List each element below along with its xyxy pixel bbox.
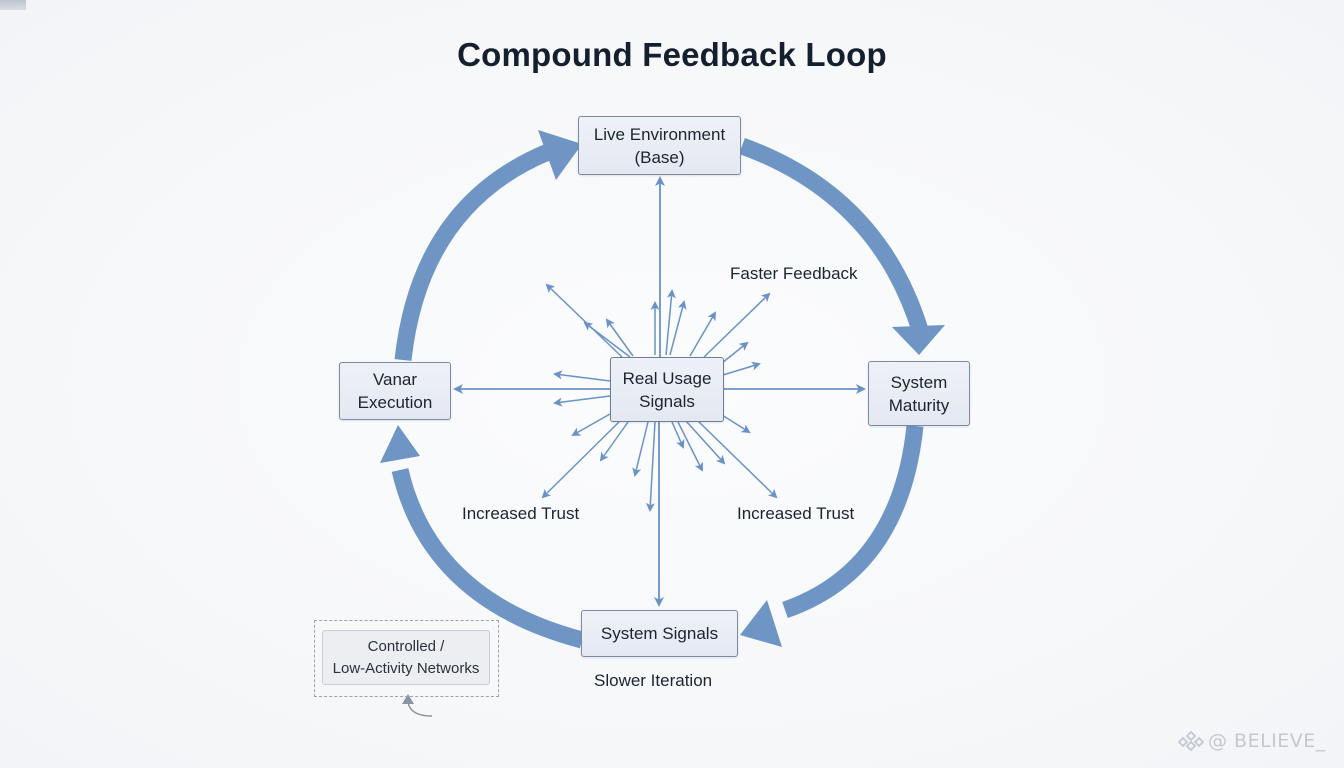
signal-arrow <box>583 321 631 358</box>
node-system-maturity: System Maturity <box>868 361 970 426</box>
node-live-environment-line2: (Base) <box>634 147 685 167</box>
cycle-arrow-right-to-bottom <box>782 425 924 619</box>
controlled-networks-frame <box>314 620 499 697</box>
cycle-arrowhead-bottom <box>740 600 782 647</box>
node-system-signals: System Signals <box>581 610 738 657</box>
signal-arrow <box>553 370 611 382</box>
node-vanar-execution-line2: Execution <box>357 393 433 412</box>
node-live-environment-line1: Live Environment <box>593 124 726 144</box>
node-live-environment: Live Environment (Base) <box>578 116 741 175</box>
signal-arrow <box>571 413 611 436</box>
cycle-arrowhead-top <box>538 130 582 180</box>
signal-arrow <box>645 421 656 512</box>
controlled-networks-line1: Controlled / <box>367 637 445 655</box>
signal-arrow <box>689 311 717 357</box>
side-box-pointer <box>407 701 433 717</box>
signal-arrow <box>685 420 726 465</box>
cycle-arrow-bottom-to-left <box>391 468 585 649</box>
controlled-networks-box: Controlled / Low-Activity Networks <box>322 630 490 685</box>
watermark: @ BELIEVE_ <box>1178 730 1326 752</box>
signal-arrow <box>605 318 634 357</box>
cycle-arrow-left-to-top <box>394 144 552 361</box>
label-increased-trust-left: Increased Trust <box>462 504 580 523</box>
signal-arrow <box>671 421 685 449</box>
node-real-usage-signals: Real Usage Signals <box>610 357 724 422</box>
label-slower-iteration: Slower Iteration <box>594 671 713 690</box>
node-system-maturity-line1: System <box>890 372 948 392</box>
signal-arrow <box>632 421 649 477</box>
signal-arrow <box>545 283 623 358</box>
corner-fragment <box>0 0 26 10</box>
label-faster-feedback: Faster Feedback <box>730 264 858 283</box>
controlled-networks-line2: Low-Activity Networks <box>332 659 480 677</box>
cycle-arrowhead-left <box>380 425 420 463</box>
node-system-maturity-line2: Maturity <box>888 395 950 415</box>
label-increased-trust-right: Increased Trust <box>737 504 855 523</box>
signal-arrow <box>721 341 749 364</box>
cycle-arrow-top-to-right <box>739 138 929 333</box>
signal-arrow <box>722 361 761 376</box>
signal-arrow <box>697 420 778 499</box>
side-box-pointer-head <box>402 694 414 704</box>
signal-arrow <box>553 395 611 407</box>
node-vanar-execution-line1: Vanar <box>372 370 418 389</box>
signal-arrow <box>721 414 751 434</box>
signal-arrow <box>677 421 703 472</box>
node-vanar-execution: Vanar Execution <box>339 362 451 420</box>
diagram-title: Compound Feedback Loop <box>457 36 887 73</box>
signal-arrow <box>599 421 629 462</box>
signal-arrow <box>703 292 771 358</box>
signal-arrow <box>541 421 620 499</box>
signal-arrow <box>665 289 676 356</box>
node-real-usage-signals-line1: Real Usage <box>622 368 712 388</box>
signal-arrow <box>669 300 687 356</box>
cycle-arrowhead-right <box>892 325 945 355</box>
diamond-logo-icon <box>1178 730 1204 752</box>
watermark-text: @ BELIEVE_ <box>1208 730 1326 752</box>
node-real-usage-signals-line2: Signals <box>639 391 695 411</box>
node-system-signals-line1: System Signals <box>600 624 719 643</box>
